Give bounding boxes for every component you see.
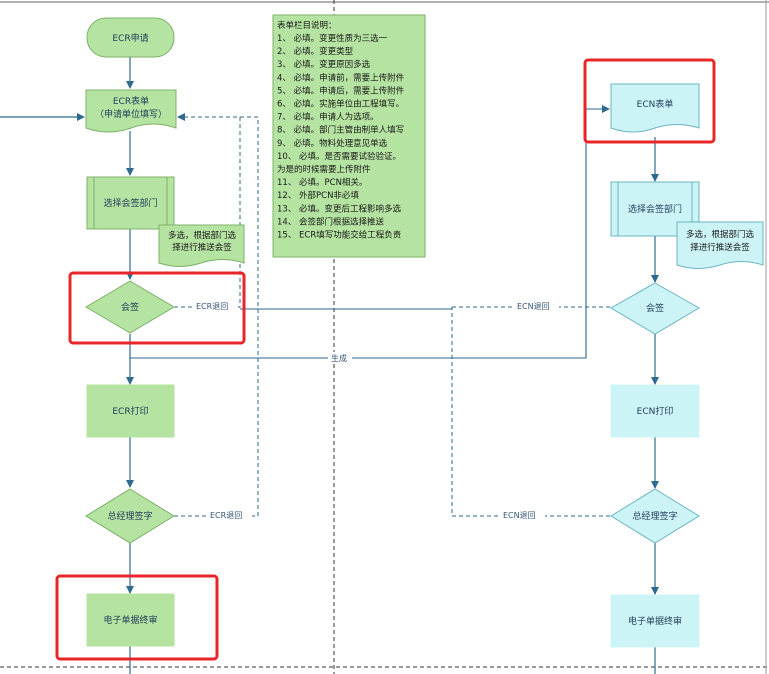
edge-generate [130, 105, 610, 359]
ecr-gm-sign-node [85, 488, 175, 544]
notes-lines: 1、 必填。变更性质为三选一 2、 必填。变更类型 3、 必填。变更原因多选 4、 必… [277, 33, 405, 241]
notes-title: 表单栏目说明： [277, 20, 337, 31]
ecr-countersign-node [85, 280, 175, 334]
highlight-ecr-countersign [68, 271, 246, 345]
ecn-select-note [676, 221, 764, 269]
ecr-select-node [86, 176, 175, 230]
ecr-form-label-1: ECR表单 [113, 95, 149, 107]
notes-line: 14、 会签部门根据选择推送 [277, 216, 385, 227]
ecr-countersign-label: 会签 [121, 301, 139, 313]
ecn-archive-node [610, 594, 700, 648]
ecn-gm-sign-label: 总经理签字 [632, 510, 677, 522]
notes-line: 13、 必填。变更后工程影响多选 [277, 203, 402, 214]
notes-line: 10、 必填。是否需要试验验证。 [277, 151, 401, 162]
notes-line: 为是的时候需要上传附件 [277, 164, 371, 175]
notes-line: 9、 必填。物料处理意见单选 [277, 138, 388, 149]
ecr-print-node [86, 384, 175, 438]
ecn-print-label: ECN打印 [637, 405, 674, 417]
notes-line: 5、 必填。申请后，需要上传附件 [277, 85, 405, 96]
ecr-select-note [158, 224, 245, 267]
ecr-start-label: ECR申请 [112, 32, 148, 44]
notes-line: 7、 必填。申请人为选项。 [277, 112, 379, 123]
ecr-select-label: 选择会签部门 [103, 197, 157, 209]
highlight-ecn-form [583, 58, 716, 144]
ecn-select-label: 选择会签部门 [628, 203, 682, 215]
ecn-select-note-2: 择进行推送会签 [690, 242, 750, 253]
edge-label-ecn-back-1: ECN退回 [517, 302, 550, 311]
notes-line: 11、 必填。PCN相关。 [277, 177, 367, 188]
notes-line: 15、 ECR填写功能交给工程负责 [277, 230, 402, 241]
notes-line: 1、 必填。变更性质为三选一 [277, 33, 388, 44]
notes-line: 8、 必填。部门主管由制单人填写 [277, 125, 404, 136]
ecn-form-node [610, 83, 700, 133]
notes-line: 2、 必填。变更类型 [277, 46, 354, 57]
ecn-print-node [610, 384, 700, 438]
ecn-gm-sign-node [610, 488, 700, 544]
ecn-countersign-label: 会签 [646, 302, 664, 314]
notes-line: 3、 必填。变更原因多选 [277, 59, 371, 70]
notes-line: 12、 外部PCN非必填 [277, 190, 359, 201]
notes-line: 6、 必填。实施单位由工程填写。 [277, 99, 404, 110]
ecr-select-note-2: 择进行推送会签 [172, 242, 232, 253]
ecn-archive-label: 电子单据终审 [628, 615, 682, 627]
ecn-countersign-node [610, 282, 700, 335]
edge-label-generate: 生成 [331, 353, 347, 363]
ecr-print-label: ECR打印 [112, 405, 148, 417]
ecr-gm-sign-label: 总经理签字 [107, 510, 152, 522]
highlight-ecr-archive [55, 574, 219, 661]
ecr-form-node [85, 89, 177, 133]
ecr-archive-label: 电子单据终审 [103, 614, 157, 626]
ecn-select-node [610, 181, 700, 237]
edge-ecr-return-1 [174, 113, 241, 308]
ecr-archive-node [86, 593, 175, 647]
edge-label-ecn-back-2: ECN退回 [503, 511, 536, 520]
ecn-form-label: ECN表单 [637, 98, 674, 110]
notes-line: 4、 必填。申请前，需要上传附件 [277, 72, 405, 83]
ecr-form-label-2: （申请单位填写） [95, 108, 167, 120]
ecn-select-note-1: 多选，根据部门选 [686, 229, 755, 240]
edge-label-ecr-back-2: ECR退回 [210, 511, 242, 520]
notes-panel [272, 14, 426, 258]
ecr-start-node [86, 17, 175, 58]
edge-ecn-return-2 [451, 307, 610, 517]
ecr-select-note-1: 多选，根据部门选 [168, 230, 237, 241]
edge-label-ecr-back-1: ECR退回 [196, 302, 228, 311]
